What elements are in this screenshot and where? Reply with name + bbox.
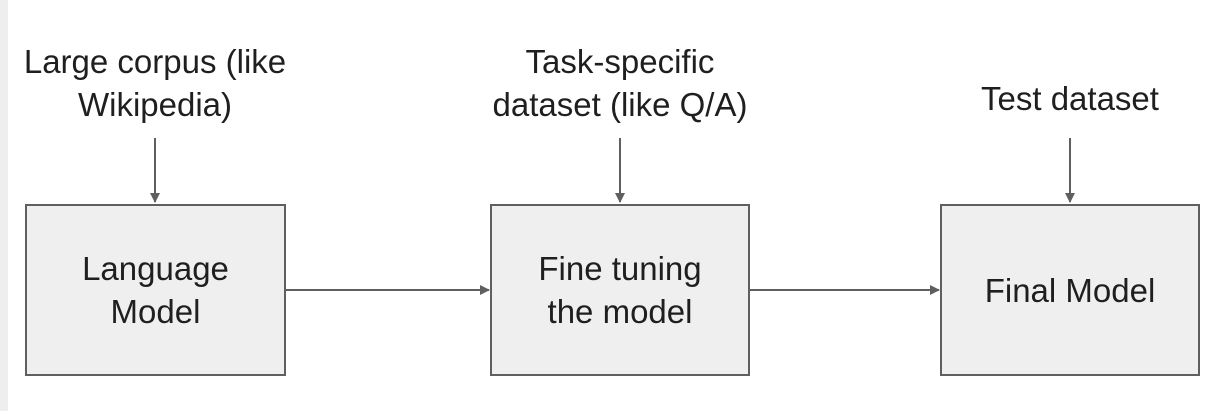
input-label-task-dataset: Task-specific dataset (like Q/A) [465, 40, 775, 126]
stage-box-language-model: Language Model [25, 204, 286, 376]
input-label-line: Wikipedia) [77, 86, 233, 123]
stage-box-fine-tuning: Fine tuning the model [490, 204, 750, 376]
input-label-line: Large corpus (like [23, 43, 287, 80]
stage-box-line: Fine tuning [538, 250, 702, 287]
input-label-large-corpus: Large corpus (like Wikipedia) [0, 40, 310, 126]
input-label-line: Task-specific [525, 43, 715, 80]
page-left-edge [0, 0, 8, 411]
stage-box-line: Language [82, 250, 229, 287]
stage-box-line: the model [547, 293, 693, 330]
input-label-line: dataset (like Q/A) [492, 86, 748, 123]
input-label-line: Test dataset [981, 80, 1159, 117]
stage-box-line: Final Model [984, 271, 1156, 309]
stage-box-final-model: Final Model [940, 204, 1200, 376]
stage-box-line: Model [110, 293, 201, 330]
input-label-test-dataset: Test dataset [930, 77, 1210, 120]
